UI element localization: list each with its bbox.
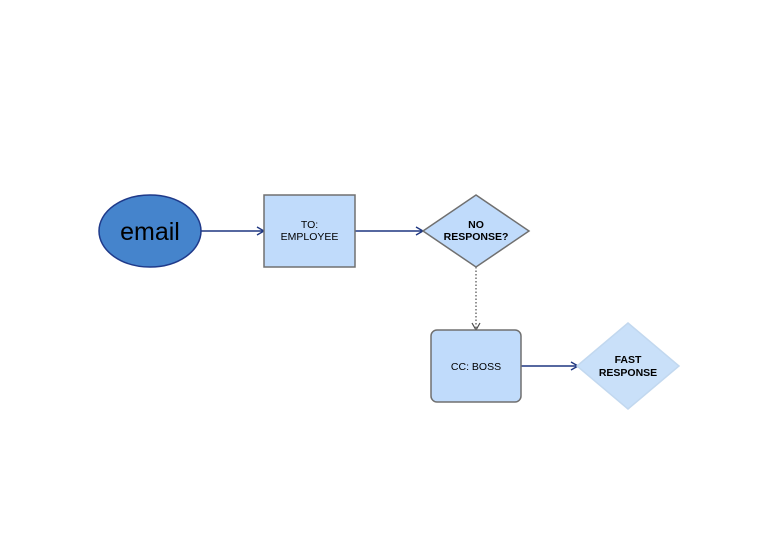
fast-response-label-line2: RESPONSE <box>599 367 657 379</box>
no-response-label-line1: NO <box>468 219 484 231</box>
no-response-label-line2: RESPONSE? <box>444 231 509 243</box>
node-to-employee: TO: EMPLOYEE <box>263 194 356 268</box>
no-response-diamond-shape <box>421 194 531 268</box>
cc-boss-label: CC: BOSS <box>451 361 501 373</box>
node-fast-response: FAST RESPONSE <box>575 322 681 410</box>
to-employee-label-line2: EMPLOYEE <box>281 231 339 243</box>
fast-response-label-line1: FAST <box>615 354 642 366</box>
node-email: email <box>98 194 202 268</box>
email-label: email <box>120 218 180 246</box>
email-oval-shape <box>98 194 202 268</box>
cc-boss-box-shape <box>430 329 522 403</box>
node-no-response: NO RESPONSE? <box>421 194 531 268</box>
fast-response-diamond-shape <box>575 322 681 410</box>
to-employee-box-shape <box>263 194 356 268</box>
edges <box>201 226 580 371</box>
node-cc-boss: CC: BOSS <box>430 329 522 403</box>
to-employee-label-line1: TO: <box>301 219 318 231</box>
